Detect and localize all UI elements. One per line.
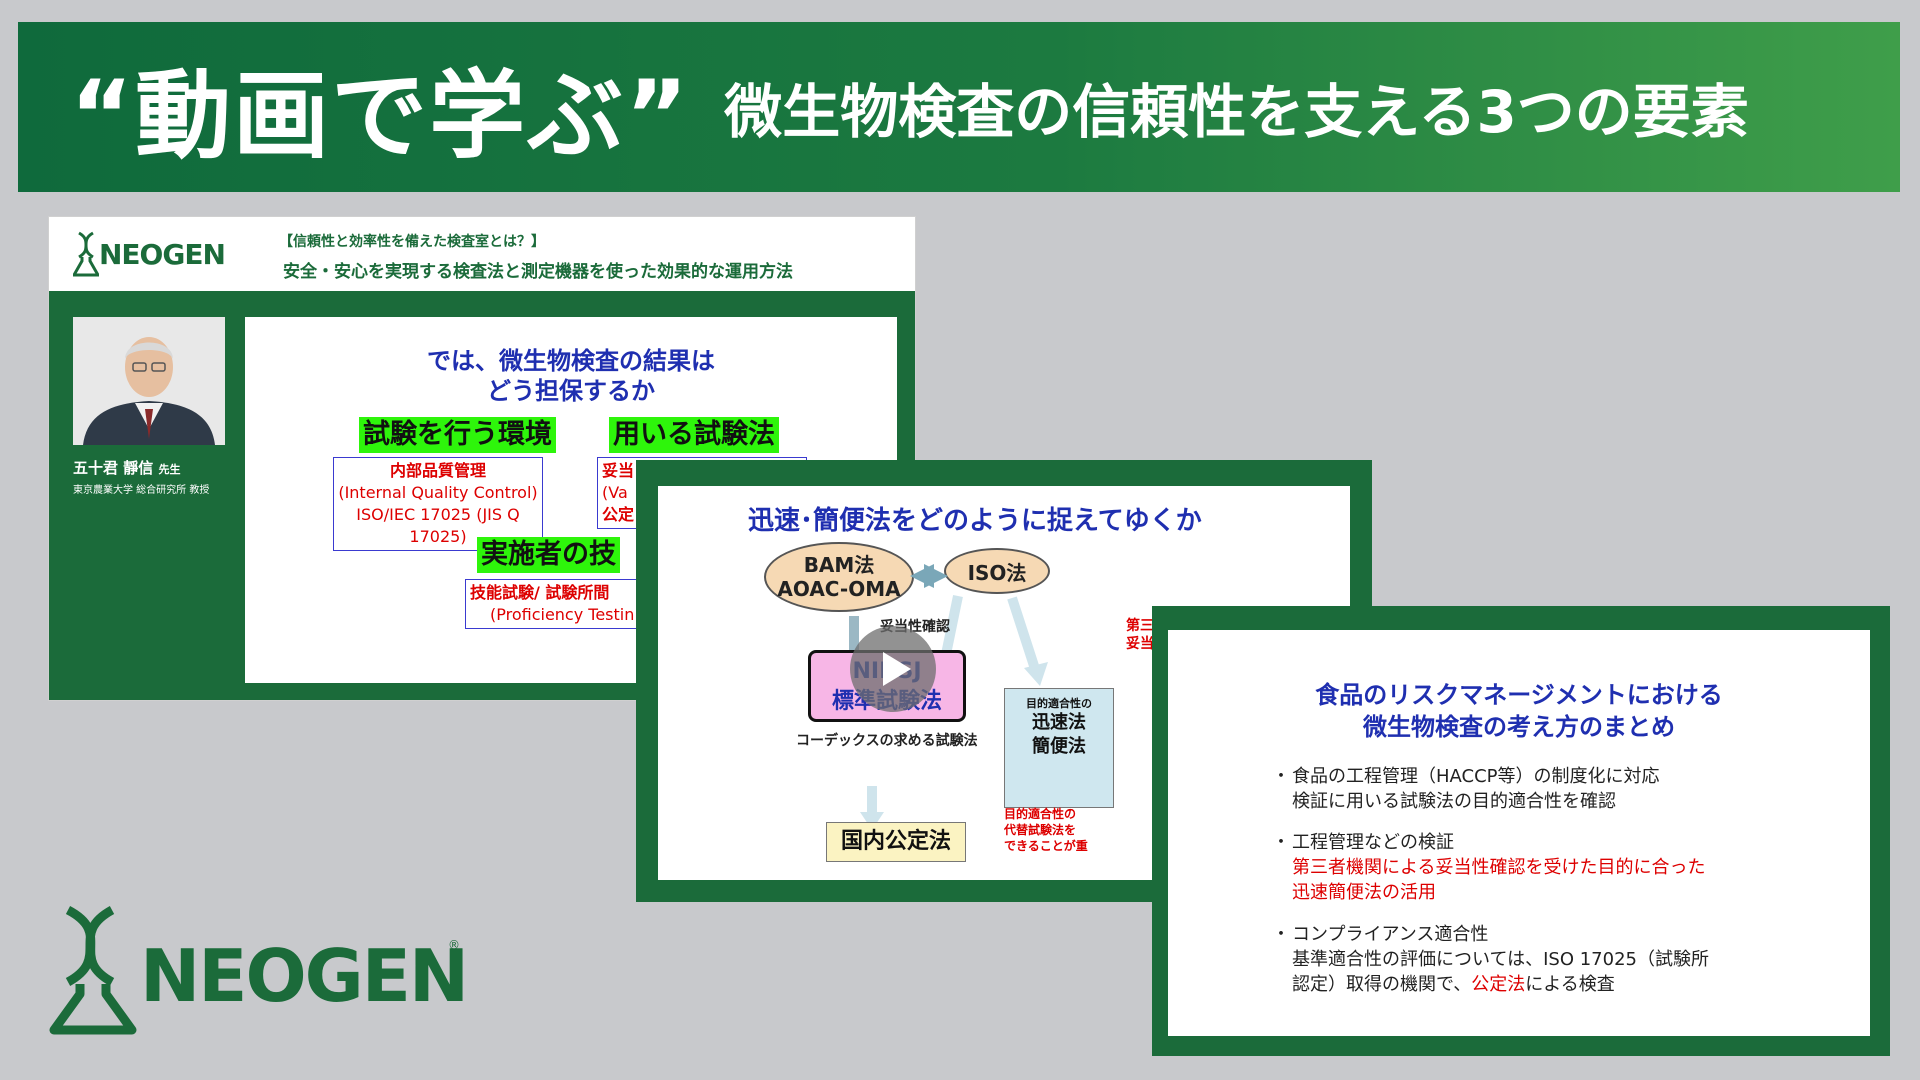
bullet-haccp: ・ 食品の工程管理（HACCP等）の制度化に対応 検証に用いる試験法の目的適合性…: [1272, 764, 1660, 814]
rapid-line0: 目的適合性の: [1026, 697, 1092, 710]
rapid-line2: 簡便法: [1032, 736, 1086, 757]
banner-title-sub: 微生物検査の信頼性を支える3つの要素: [724, 78, 1749, 146]
logo-wordmark: NEOGEN: [99, 237, 226, 271]
bam-label: BAM法: [803, 553, 875, 577]
play-button[interactable]: [850, 626, 936, 712]
iso-label: ISO法: [967, 560, 1027, 585]
slide-3-thumbnail[interactable]: 食品のリスクマネージメントにおける 微生物検査の考え方のまとめ ・ 食品の工程管…: [1152, 606, 1890, 1056]
aoac-label: AOAC-OMA: [777, 577, 901, 601]
b1-line1: 食品の工程管理（HACCP等）の制度化に対応: [1292, 766, 1660, 787]
third-party-label-2: 妥当: [1126, 636, 1154, 652]
banner-title-main: “動画で学ぶ”: [70, 59, 691, 172]
b2-line1: 工程管理などの検証: [1292, 832, 1454, 853]
box1-line1: 内部品質管理: [389, 461, 486, 480]
red-note-2: 代替試験法を: [1004, 823, 1077, 837]
slide-3-title-line2: 微生物検査の考え方のまとめ: [1363, 713, 1675, 741]
question-line-1: では、微生物検査の結果は: [427, 347, 715, 375]
bullet-dot-icon: ・: [1272, 924, 1290, 945]
play-icon: [883, 652, 911, 686]
box1-line2: (Internal Quality Control): [338, 483, 538, 502]
b3-line2: 基準適合性の評価については、ISO 17025（試験所: [1292, 949, 1709, 970]
flask-helix-icon: [73, 231, 99, 277]
speaker-photo: [73, 317, 225, 445]
box1-line3: ISO/IEC 17025 (JIS Q 17025): [356, 505, 520, 546]
box-proficiency: 技能試験/ 試験所間 (Proficiency Testin: [465, 579, 685, 629]
question-line-2: どう担保するか: [487, 377, 655, 405]
b3-line3b: 公定法: [1471, 974, 1526, 995]
iso-oval: ISO法: [944, 548, 1050, 594]
highlight-test-method: 用いる試験法: [609, 417, 779, 453]
slide-2-title: 迅速･簡便法をどのように捉えてゆくか: [748, 506, 1202, 536]
bam-aoac-oval: BAM法 AOAC-OMA: [764, 542, 914, 612]
speaker-affiliation: 東京農業大学 総合研究所 教授: [73, 485, 210, 496]
red-note-3: できることが重: [1004, 839, 1088, 853]
bullet-compliance: ・ コンプライアンス適合性 基準適合性の評価については、ISO 17025（試験…: [1272, 922, 1709, 997]
codex-label: コーデックスの求める試験法: [796, 733, 978, 749]
b3-line3a: 認定）取得の機関で、: [1292, 974, 1472, 995]
neogen-logo-large: NEOGEN ®: [48, 906, 469, 1036]
slide-3-content: 食品のリスクマネージメントにおける 微生物検査の考え方のまとめ ・ 食品の工程管…: [1168, 630, 1870, 1036]
slide-1-header: NEOGEN 【信頼性と効率性を備えた検査室とは？】 安全・安心を実現する検査法…: [49, 217, 915, 291]
box2-line2: (Va: [602, 483, 628, 502]
speaker-name-text: 五十君 靜信: [73, 459, 154, 477]
b3-line1: コンプライアンス適合性: [1292, 924, 1489, 945]
slide-1-topic: 【信頼性と効率性を備えた検査室とは？】: [279, 234, 545, 250]
box2-line1: 妥当: [602, 461, 635, 480]
red-note-1: 目的適合性の: [1004, 807, 1077, 821]
highlight-environment: 試験を行う環境: [359, 417, 556, 453]
speaker-honorific: 先生: [158, 463, 181, 476]
third-party-label-1: 第三: [1126, 618, 1154, 634]
rapid-line1: 迅速法: [1032, 712, 1086, 733]
b2-line2: 第三者機関による妥当性確認を受けた目的に合った: [1292, 857, 1706, 878]
b3-line3: 認定）取得の機関で、公定法による検査: [1292, 972, 1709, 997]
highlight-skill: 実施者の技: [477, 537, 620, 573]
speaker-portrait-icon: [73, 317, 225, 445]
bullet-dot-icon: ・: [1272, 832, 1290, 853]
domestic-official-method: 国内公定法: [826, 822, 966, 862]
flask-helix-icon: [49, 906, 137, 1035]
b1-line2: 検証に用いる試験法の目的適合性を確認: [1292, 791, 1616, 812]
header-banner: “動画で学ぶ” 微生物検査の信頼性を支える3つの要素: [18, 22, 1900, 192]
speaker-name: 五十君 靜信 先生: [73, 457, 180, 478]
slide-3-title-line1: 食品のリスクマネージメントにおける: [1315, 681, 1723, 709]
bullet-dot-icon: ・: [1272, 766, 1290, 787]
registered-mark: ®: [448, 938, 460, 952]
slide-1-subtitle: 安全・安心を実現する検査法と測定機器を使った効果的な運用方法: [283, 262, 793, 282]
box3-line1: 技能試験/ 試験所間: [470, 583, 610, 602]
bullet-verification: ・ 工程管理などの検証 第三者機関による妥当性確認を受けた目的に合った 迅速簡便…: [1272, 830, 1706, 905]
neogen-logo-small: NEOGEN: [73, 229, 226, 279]
box-internal-qc: 内部品質管理 (Internal Quality Control) ISO/IE…: [333, 457, 543, 551]
box2-line3: 公定: [602, 505, 635, 524]
b3-line3c: による検査: [1525, 974, 1615, 995]
rapid-method-box: 目的適合性の 迅速法 簡便法: [1004, 688, 1114, 808]
b2-line3: 迅速簡便法の活用: [1292, 882, 1436, 903]
logo-wordmark-large: NEOGEN: [140, 934, 469, 1018]
box3-line2: (Proficiency Testin: [490, 605, 635, 624]
